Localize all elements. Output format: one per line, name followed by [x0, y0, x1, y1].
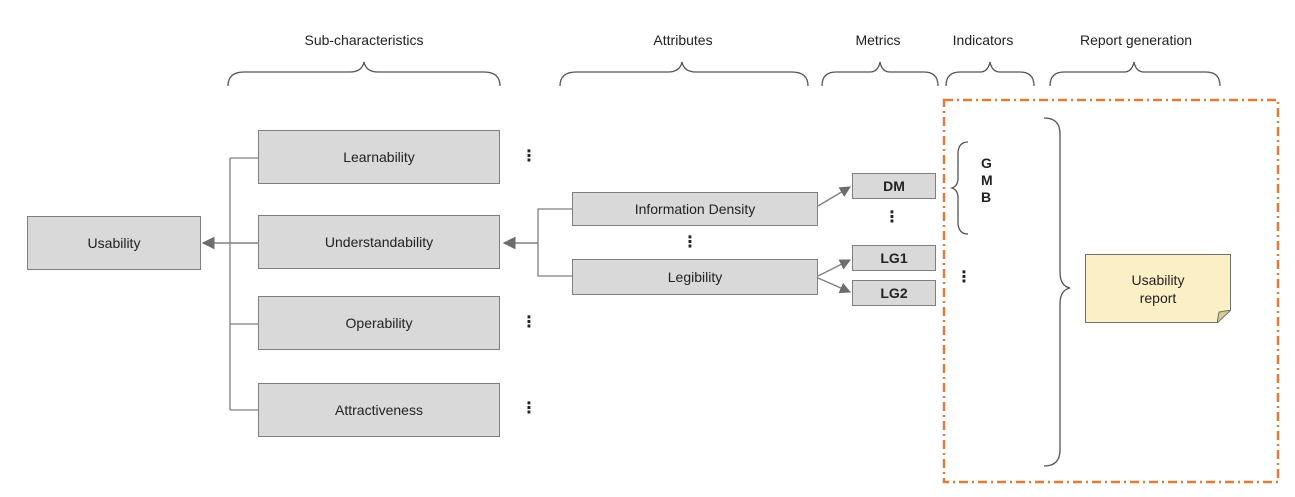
- usability-box: Usability: [27, 216, 201, 270]
- report-line-2: report: [1139, 289, 1177, 306]
- indicator-g: G: [981, 155, 992, 171]
- header-report-generation: Report generation: [1079, 32, 1193, 48]
- usability-report-note: Usability report: [1085, 254, 1231, 323]
- header-indicators: Indicators: [952, 32, 1014, 48]
- ellipsis-indicators: ⋮: [956, 269, 972, 286]
- operability-box: Operability: [258, 296, 500, 350]
- brace-metrics: [821, 61, 939, 87]
- understandability-box: Understandability: [258, 215, 500, 269]
- ellipsis-attributes: ⋮: [682, 234, 698, 251]
- brace-report-group: [1043, 117, 1071, 467]
- metric-lg1-box: LG1: [852, 245, 936, 271]
- ellipsis-metrics: ⋮: [884, 209, 900, 226]
- arrow-legibility-to-lg1: [817, 259, 852, 277]
- ellipsis-operability: ⋮: [521, 314, 537, 331]
- ellipsis-learnability: ⋮: [521, 148, 537, 165]
- attractiveness-box: Attractiveness: [258, 383, 500, 437]
- indicator-m: M: [981, 172, 993, 188]
- report-folded-corner: [1217, 310, 1231, 323]
- brace-indicators: [945, 61, 1035, 87]
- header-metrics: Metrics: [855, 32, 901, 48]
- report-region-dashed-border: [942, 98, 1280, 484]
- metric-lg2-box: LG2: [852, 280, 936, 306]
- attribute-bracket: [537, 208, 572, 277]
- header-attributes: Attributes: [653, 32, 713, 48]
- metric-dm-box: DM: [852, 173, 936, 199]
- learnability-box: Learnability: [258, 130, 500, 184]
- information-density-box: Information Density: [572, 192, 818, 226]
- arrow-legibility-to-lg2: [817, 277, 852, 294]
- brace-attributes: [559, 61, 809, 87]
- header-sub-characteristics: Sub-characteristics: [304, 32, 424, 48]
- legibility-box: Legibility: [572, 259, 818, 295]
- brace-indicator-group: [949, 141, 969, 235]
- indicator-b: B: [981, 189, 992, 205]
- arrow-information-density-to-dm: [817, 186, 851, 207]
- brace-report-generation: [1049, 61, 1221, 87]
- ellipsis-attractiveness: ⋮: [521, 400, 537, 417]
- brace-sub-characteristics: [227, 61, 501, 87]
- report-line-1: Usability: [1131, 271, 1185, 288]
